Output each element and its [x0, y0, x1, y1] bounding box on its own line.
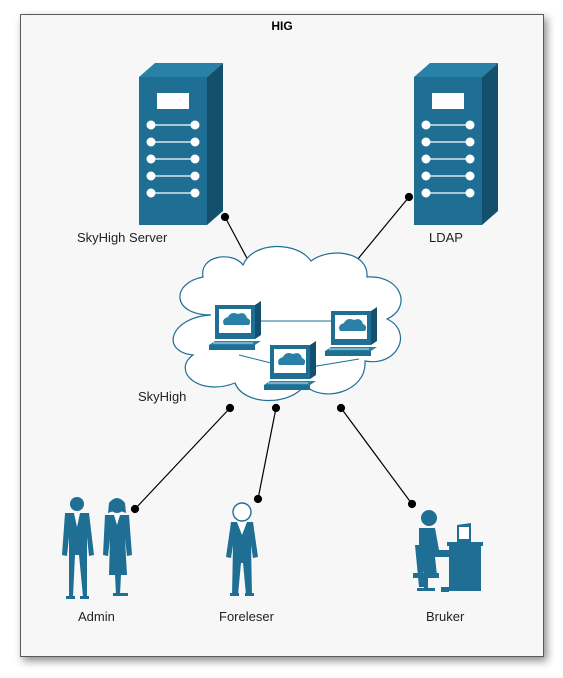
skyhigh-server-icon: [138, 62, 224, 226]
admin-label: Admin: [78, 609, 115, 624]
link-cloud-bruker: [340, 407, 413, 505]
cloud-computer-center-icon: [263, 340, 317, 391]
link-cloud-admin: [134, 407, 231, 510]
business-people-icon: [62, 497, 132, 599]
link-foreleser-dot: [253, 494, 263, 504]
bruker-label: Bruker: [426, 609, 465, 624]
cloud-network-icon: [172, 245, 402, 402]
link-admin-dot: [130, 504, 140, 514]
link-ldap-dot: [404, 192, 414, 202]
diagram-title: HIG: [271, 19, 293, 33]
link-cloud-dot-3: [225, 403, 235, 413]
foreleser-label: Foreleser: [219, 609, 274, 624]
diagram-svg: [62, 62, 499, 599]
link-bruker-dot: [407, 499, 417, 509]
skyhigh-server-label: SkyHigh Server: [77, 230, 168, 245]
diagram-canvas: HIG: [20, 14, 544, 657]
link-cloud-dot-4: [271, 403, 281, 413]
skyhigh-label: SkyHigh: [138, 389, 187, 404]
cloud-computer-left-icon: [208, 300, 262, 351]
link-server-dot: [220, 212, 230, 222]
person-icon: [226, 502, 258, 596]
link-cloud-foreleser: [257, 407, 277, 500]
link-cloud-dot-5: [336, 403, 346, 413]
ldap-label: LDAP: [429, 230, 463, 245]
cloud-computer-right-icon: [324, 306, 378, 357]
user-at-computer-icon: [413, 510, 483, 592]
ldap-server-icon: [413, 62, 499, 226]
